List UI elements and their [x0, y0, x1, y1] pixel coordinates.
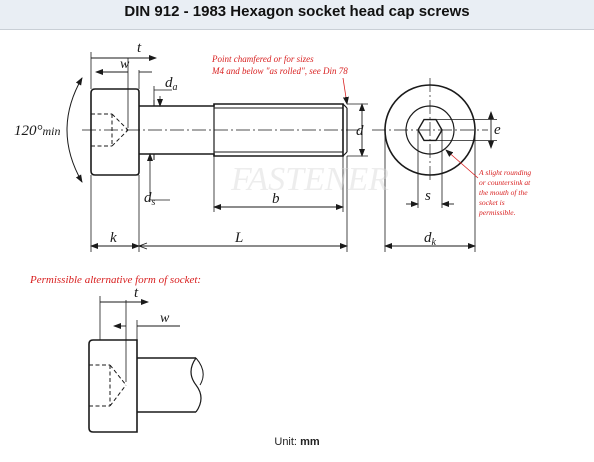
- screw-head: [90, 88, 140, 176]
- label-s: s: [425, 188, 431, 204]
- alt-head: [88, 339, 138, 433]
- unit-footer: Unit: mm: [0, 436, 594, 448]
- rounding-note-line2: or countersink at: [479, 178, 531, 187]
- unit-value: mm: [300, 436, 320, 448]
- label-w: w: [120, 57, 130, 72]
- label-e: e: [494, 122, 501, 138]
- unit-label: Unit:: [274, 436, 297, 448]
- rounding-note-line4: socket is: [479, 198, 505, 207]
- label-d: d: [356, 123, 364, 139]
- label-w-alt: w: [160, 311, 170, 326]
- label-t: t: [137, 40, 142, 56]
- angle-arc: [66, 77, 83, 183]
- page-title: DIN 912 - 1983 Hexagon socket head cap s…: [124, 3, 470, 20]
- label-t-alt: t: [134, 285, 139, 301]
- end-view: [372, 78, 497, 252]
- chamfer-note-line1: Point chamfered or for sizes: [211, 54, 314, 64]
- label-b: b: [272, 191, 280, 207]
- label-ds: ds: [144, 190, 156, 208]
- label-da: da: [165, 75, 178, 93]
- label-k: k: [110, 230, 117, 246]
- alt-socket-heading: Permissible alternative form of socket:: [29, 274, 201, 286]
- rounding-note-line1: A slight rounding: [478, 168, 531, 177]
- alt-socket-view: [88, 296, 204, 433]
- rounding-note-line5: permissible.: [478, 208, 516, 217]
- break-line: [190, 357, 202, 413]
- rounding-note-line3: the mouth of the: [479, 188, 528, 197]
- label-L: L: [234, 230, 243, 246]
- label-angle: 120°min: [14, 123, 61, 139]
- title-divider: [0, 29, 594, 30]
- title-bar: DIN 912 - 1983 Hexagon socket head cap s…: [0, 0, 594, 29]
- label-dk: dk: [424, 230, 437, 248]
- watermark: FASTENER: [230, 161, 389, 198]
- side-view: [66, 52, 368, 252]
- chamfer-note-line2: M4 and below "as rolled", see Din 78: [211, 66, 348, 76]
